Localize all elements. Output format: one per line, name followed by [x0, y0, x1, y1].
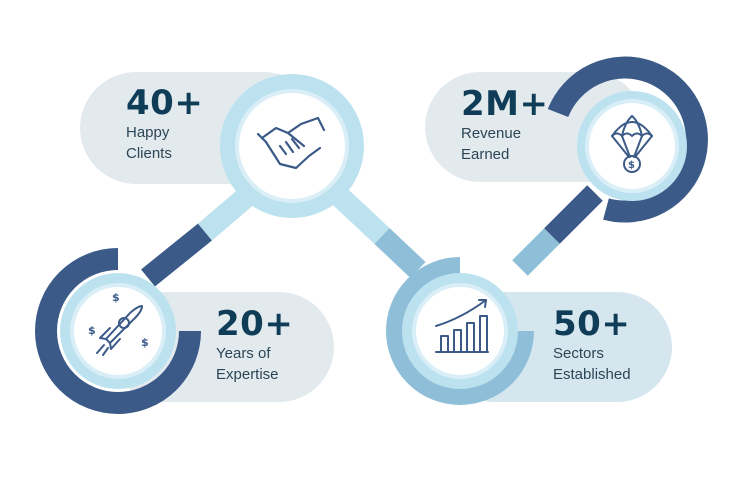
- svg-text:$: $: [112, 291, 120, 304]
- stat-number: 50+: [553, 304, 631, 344]
- stat-label-line1: Sectors: [553, 345, 604, 362]
- stat-happy-clients: 40+ Happy Clients: [126, 84, 203, 164]
- stat-years-expertise: 20+ Years of Expertise: [216, 305, 293, 385]
- node-parachute: $: [547, 56, 708, 223]
- stat-label-line2: Established: [553, 366, 631, 383]
- stat-label-line1: Years of: [216, 345, 271, 362]
- stat-revenue-earned: 2M+ Revenue Earned: [461, 85, 548, 165]
- handshake-icon: [256, 116, 326, 170]
- stat-number: 40+: [126, 83, 204, 123]
- growth-bar-chart-icon: [435, 299, 489, 353]
- node-handshake: [220, 74, 364, 218]
- connector-rocket-to-handshake: [141, 183, 260, 287]
- svg-text:$: $: [141, 336, 149, 349]
- stat-label-line1: Happy: [126, 124, 170, 141]
- rocket-dollar-icon: $ $ $: [88, 291, 149, 356]
- stat-sectors-established: 50+ Sectors Established: [553, 305, 631, 385]
- parachute-dollar-icon: $: [611, 115, 653, 173]
- connector-chart-to-parachute: [512, 185, 603, 276]
- node-rocket: $ $ $: [35, 248, 201, 414]
- connector-handshake-to-chart: [327, 183, 426, 278]
- stat-number: 2M+: [461, 84, 549, 124]
- stat-label-line2: Expertise: [216, 366, 279, 383]
- stat-number: 20+: [216, 304, 294, 344]
- stat-label-line1: Revenue: [461, 125, 522, 142]
- node-growth-chart: [386, 257, 534, 405]
- svg-text:$: $: [88, 324, 96, 337]
- svg-text:$: $: [628, 160, 635, 171]
- stat-label-line2: Earned: [461, 146, 510, 163]
- stat-label-line2: Clients: [126, 145, 172, 162]
